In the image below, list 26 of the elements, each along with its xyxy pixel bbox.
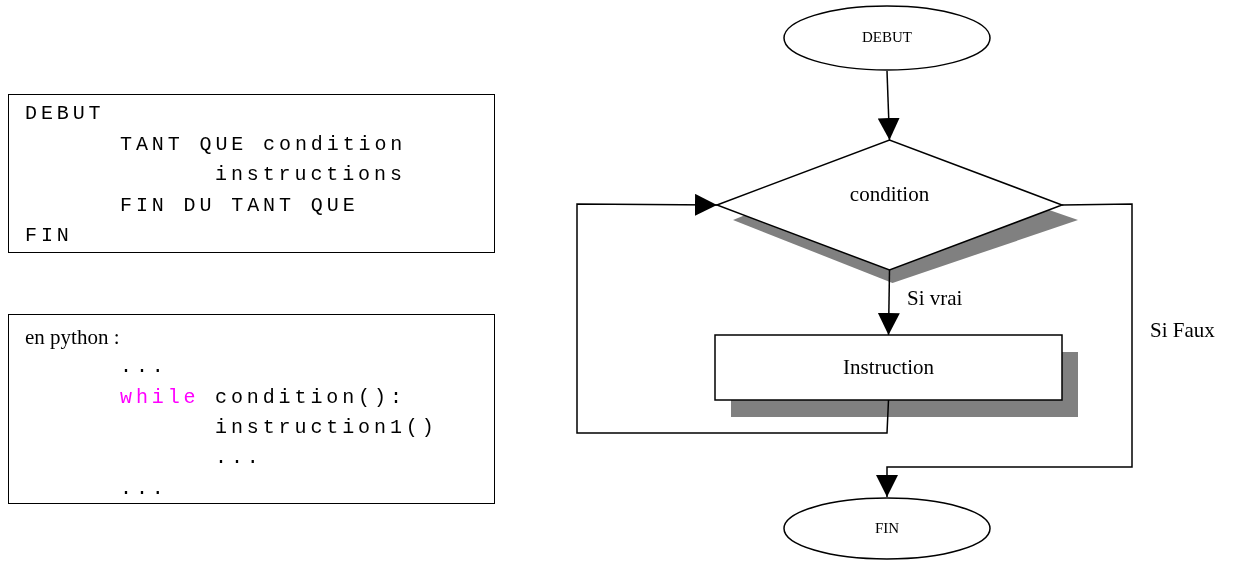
code-line: condition():	[215, 386, 406, 410]
node-label: DEBUT	[861, 29, 913, 46]
node-label: FIN	[873, 519, 901, 537]
code-line: FIN	[25, 224, 73, 248]
code-heading: en python :	[25, 325, 120, 349]
code-line: instructions	[215, 163, 406, 187]
node-label: condition	[848, 182, 931, 208]
arrow	[576, 193, 890, 434]
decision-diamond	[717, 140, 1062, 270]
arrow	[877, 70, 900, 141]
code-line: ...	[120, 355, 168, 379]
terminal-ellipse	[783, 497, 991, 560]
code-line: ...	[120, 477, 168, 501]
code-line: TANT QUE condition	[120, 133, 407, 157]
code-line: ...	[215, 446, 263, 470]
code-line: FIN DU TANT QUE	[120, 194, 359, 218]
process-box	[715, 335, 1062, 400]
node-label: Instruction	[842, 354, 935, 380]
code-box	[8, 94, 495, 253]
code-keyword: while	[120, 386, 200, 410]
arrow	[876, 203, 1133, 498]
terminal-ellipse	[783, 5, 991, 71]
code-box	[8, 314, 495, 504]
code-line: instruction1()	[215, 416, 438, 440]
arrow	[877, 269, 900, 336]
code-line: DEBUT	[25, 102, 105, 126]
